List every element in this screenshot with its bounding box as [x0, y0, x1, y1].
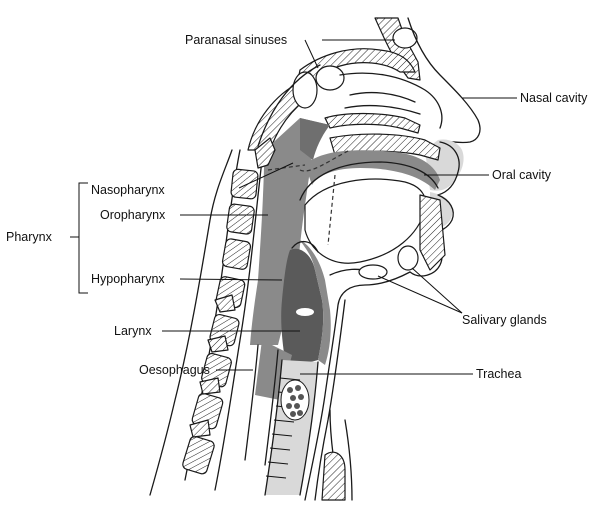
thyroid-gland	[281, 380, 309, 420]
label-hypopharynx: Hypopharynx	[91, 272, 165, 286]
larynx-structure	[281, 240, 331, 365]
label-nasal-cavity: Nasal cavity	[520, 91, 588, 105]
label-oral-cavity: Oral cavity	[492, 168, 552, 182]
label-salivary-glands: Salivary glands	[462, 313, 547, 327]
label-trachea: Trachea	[476, 367, 521, 381]
label-nasopharynx: Nasopharynx	[91, 183, 165, 197]
label-pharynx: Pharynx	[6, 230, 53, 244]
label-paranasal-sinuses: Paranasal sinuses	[185, 33, 287, 47]
label-oesophagus: Oesophagus	[139, 363, 210, 377]
label-larynx: Larynx	[114, 324, 152, 338]
palate-and-tongue	[300, 134, 445, 270]
label-oropharynx: Oropharynx	[100, 208, 166, 222]
